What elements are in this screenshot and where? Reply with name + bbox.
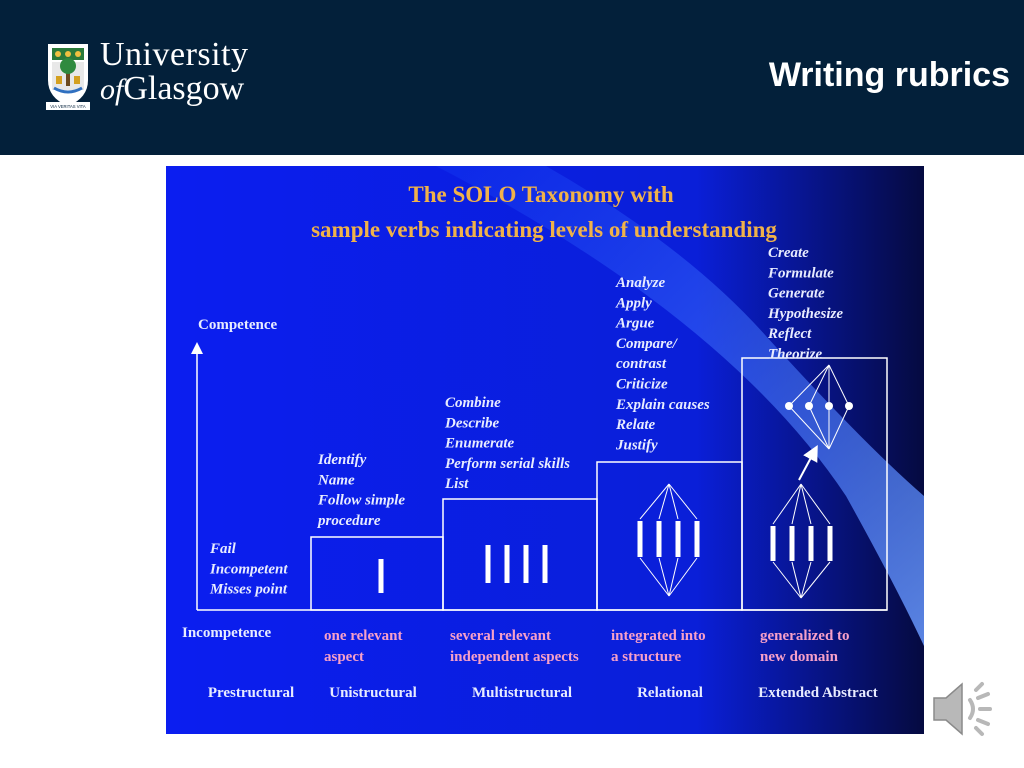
verb-3-2: Argue: [615, 316, 655, 332]
level-description-4-0: generalized to: [760, 628, 850, 644]
verb-3-0: Analyze: [615, 275, 666, 291]
solo-diagram: The SOLO Taxonomy with sample verbs indic…: [166, 166, 924, 734]
crest-motto: VIA VERITAS VITA: [50, 104, 86, 109]
verb-4-0: Create: [768, 245, 809, 261]
extended-upper-dot-3: [845, 402, 853, 410]
generalization-arrow: [798, 444, 818, 481]
wordmark-line1: University: [100, 36, 249, 73]
solo-taxonomy-figure: The SOLO Taxonomy with sample verbs indic…: [166, 166, 924, 734]
level-name-prestructural: Prestructural: [208, 685, 294, 701]
wordmark-of: of: [100, 73, 124, 106]
verb-1-3: procedure: [316, 513, 381, 529]
extended-upper-link-top-0: [788, 364, 830, 407]
verb-0-2: Misses point: [209, 582, 288, 598]
figure-title-line2: sample verbs indicating levels of unders…: [311, 217, 777, 242]
level-name-unistructural: Unistructural: [329, 685, 417, 701]
figure-title-line1: The SOLO Taxonomy with: [408, 182, 673, 207]
level-description-4-1: new domain: [760, 649, 839, 665]
verb-4-3: Hypothesize: [767, 306, 843, 322]
relational-link-top-2: [668, 483, 679, 520]
extended-link-bottom-1: [791, 561, 802, 599]
verb-3-8: Justify: [615, 437, 658, 453]
wordmark-glasgow: Glasgow: [123, 70, 245, 107]
extended-upper-dot-1: [805, 402, 813, 410]
verb-3-5: Criticize: [616, 377, 668, 393]
verb-3-3: Compare/: [616, 336, 679, 352]
level-description-3-1: a structure: [611, 649, 681, 665]
axis-label-competence: Competence: [198, 317, 277, 333]
relational-link-top-1: [658, 483, 670, 520]
verb-3-7: Relate: [615, 417, 655, 433]
level-description-2-1: independent aspects: [450, 649, 579, 665]
extended-upper-dot-0: [785, 402, 793, 410]
verb-2-2: Enumerate: [444, 436, 515, 452]
slide-title: Writing rubrics: [768, 56, 1010, 94]
verb-0-1: Incompetent: [209, 561, 288, 577]
level-name-extended-abstract: Extended Abstract: [758, 685, 878, 701]
relational-link-top-3: [668, 483, 698, 520]
level-description-1-0: one relevant: [324, 628, 402, 644]
verb-2-3: Perform serial skills: [445, 456, 570, 472]
extended-upper-link-bottom-3: [828, 405, 850, 450]
verb-0-0: Fail: [209, 541, 237, 557]
verb-3-4: contrast: [616, 356, 667, 372]
relational-link-bottom-0: [639, 557, 670, 597]
university-crest-icon: VIA VERITAS VITA: [46, 44, 90, 110]
extended-link-bottom-0: [772, 561, 802, 599]
wordmark-line2: ofGlasgow: [100, 72, 249, 107]
relational-link-bottom-3: [668, 557, 698, 597]
level-description-2-0: several relevant: [450, 628, 551, 644]
verb-4-2: Generate: [768, 286, 825, 302]
university-logo: VIA VERITAS VITA University ofGlasgow: [44, 38, 284, 116]
verb-4-1: Formulate: [767, 265, 834, 281]
verb-2-4: List: [444, 476, 469, 492]
verb-4-5: Theorize: [768, 347, 823, 363]
extended-upper-link-top-3: [828, 364, 850, 407]
verb-1-0: Identify: [317, 452, 367, 468]
extended-link-top-3: [800, 483, 831, 525]
relational-link-bottom-2: [668, 557, 679, 597]
verb-4-4: Reflect: [767, 326, 812, 342]
verb-1-2: Follow simple: [317, 493, 405, 509]
verb-2-0: Combine: [445, 395, 501, 411]
figure-background: [166, 166, 924, 734]
speaker-icon[interactable]: [930, 676, 1000, 742]
extended-upper-link-bottom-1: [808, 405, 830, 450]
extended-link-top-0: [772, 483, 802, 525]
level-name-multistructural: Multistructural: [472, 685, 572, 701]
relational-link-bottom-1: [658, 557, 670, 597]
slide-header: VIA VERITAS VITA University ofGlasgow Wr…: [0, 0, 1024, 155]
axis-label-incompetence: Incompetence: [182, 625, 271, 641]
verb-2-1: Describe: [444, 415, 499, 431]
level-description-3-0: integrated into: [611, 628, 706, 644]
extended-link-top-1: [791, 483, 802, 525]
extended-upper-link-bottom-0: [788, 405, 830, 450]
verb-3-1: Apply: [615, 295, 652, 311]
university-wordmark: University ofGlasgow: [100, 38, 249, 107]
verb-1-1: Name: [317, 472, 355, 488]
level-box-extended-abstract: [741, 357, 888, 611]
extended-link-bottom-3: [800, 561, 831, 599]
extended-upper-link-top-1: [808, 364, 830, 407]
extended-upper-dot-2: [825, 402, 833, 410]
level-name-relational: Relational: [637, 685, 703, 701]
extended-link-bottom-2: [800, 561, 812, 599]
level-description-1-1: aspect: [324, 649, 364, 665]
verb-3-6: Explain causes: [615, 397, 710, 413]
extended-link-top-2: [800, 483, 812, 525]
relational-link-top-0: [639, 483, 670, 520]
